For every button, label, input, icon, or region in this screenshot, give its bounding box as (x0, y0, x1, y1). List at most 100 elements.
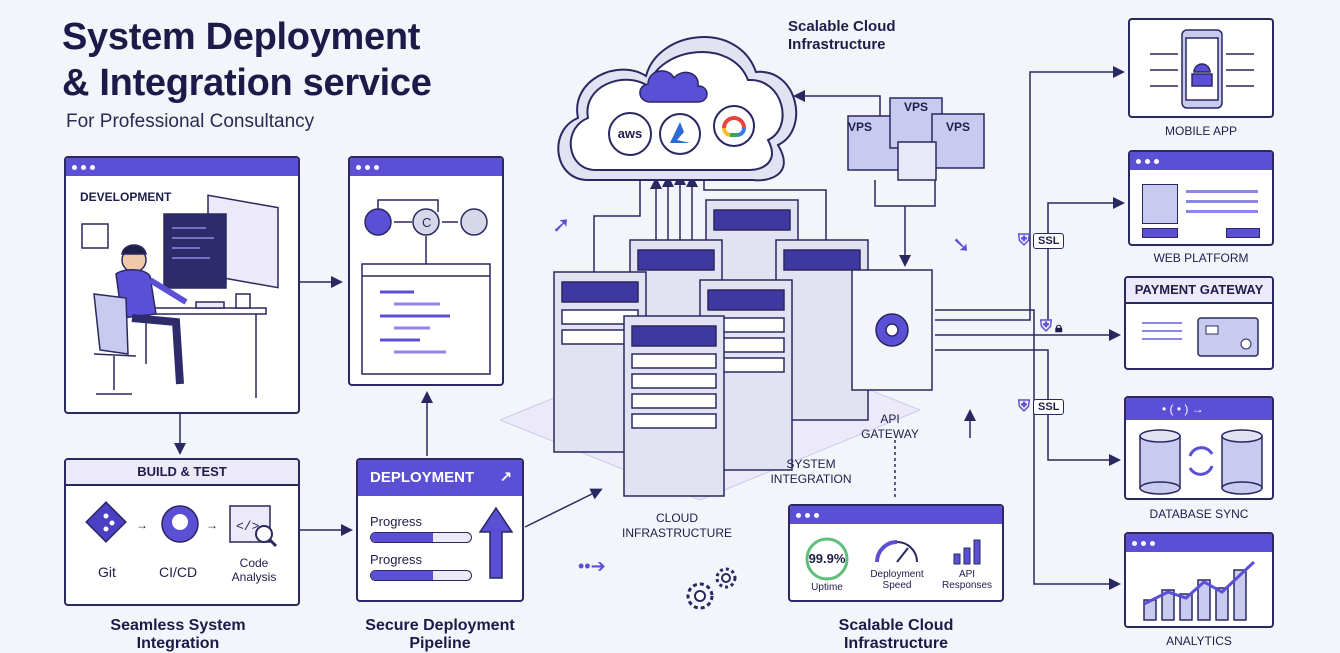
metrics-caption-line-1: Scalable Cloud (838, 617, 954, 634)
mobile-app-label: MOBILE APP (1164, 124, 1238, 138)
build-test-caption-line-1: Seamless System (110, 617, 246, 634)
page-subtitle: For Professional Consultancy (66, 111, 315, 132)
arrow-icon: → (136, 518, 148, 532)
ssl-label: SSL (1033, 399, 1065, 415)
build-test-caption: Seamless System Integration (88, 617, 268, 653)
system-integration-label: SYSTEM INTEGRATION (756, 457, 866, 487)
cloud-illustration (557, 36, 798, 182)
button-placeholder (1226, 228, 1260, 238)
analytics-chart-icon (1143, 560, 1256, 621)
api-responses-bars-icon (953, 539, 981, 565)
arrow-icon: ••➔ (578, 556, 606, 576)
development-panel: DEVELOPMENT (64, 156, 300, 414)
web-platform-card (1128, 150, 1274, 246)
cicd-label: CI/CD (159, 564, 198, 580)
ssl-badge: ⛨ SSL (1018, 232, 1065, 250)
credit-card-icon (1197, 317, 1259, 357)
database-sync-label: DATABASE SYNC (1149, 507, 1249, 521)
progress-label-2: Progress (370, 552, 423, 567)
cloud-infrastructure-label: CLOUD INFRASTRUCTURE (612, 511, 742, 541)
database-sync-card: • ( • ) → (1124, 396, 1274, 500)
uptime-value: 99.9% (808, 551, 846, 566)
cursor-icon: ➚ (552, 212, 571, 237)
page-title: System Deployment & Integration service (62, 14, 432, 106)
build-test-panel: BUILD & TEST </> → → Git CI/CD Code Anal… (64, 458, 300, 606)
code-analysis-label: Code Analysis (230, 556, 278, 584)
gears-icon (686, 567, 737, 610)
deployment-caption-line-1: Secure Deployment (365, 617, 515, 634)
progress-bar-1-fill (371, 533, 433, 542)
text-line (1186, 210, 1258, 213)
payment-gateway-header: PAYMENT GATEWAY (1126, 278, 1272, 304)
api-responses-label-line-2: Responses (941, 580, 993, 591)
svg-text:C: C (422, 215, 431, 230)
window-controls (790, 506, 1002, 524)
ssl-label: SSL (1033, 233, 1065, 249)
build-test-caption-line-2: Integration (136, 635, 220, 652)
code-analysis-label-line-2: Analysis (231, 570, 277, 584)
cursor-icon: ➘ (952, 232, 971, 257)
analytics-card (1124, 532, 1274, 628)
api-gateway-label-line-1: API (880, 412, 900, 426)
image-placeholder (1142, 184, 1178, 224)
metrics-caption-line-2: Infrastructure (843, 635, 949, 652)
code-analysis-label-line-1: Code (239, 556, 269, 570)
arrow-icon: → (206, 518, 218, 532)
mobile-app-card (1128, 18, 1274, 118)
code-analysis-icon: </> (229, 505, 278, 548)
database-sync-icon (1139, 429, 1263, 495)
pipeline-flow-illustration: C (361, 199, 491, 375)
svg-text:</>: </> (236, 519, 260, 534)
window-controls (350, 158, 502, 176)
text-line (1186, 200, 1258, 203)
ssl-badge: ⛨ SSL (1018, 398, 1065, 416)
sync-toolbar: • ( • ) → (1126, 398, 1272, 420)
developer-at-desk-illustration (81, 194, 279, 398)
deployment-panel: DEPLOYMENT ↗ Progress Progress (356, 458, 524, 602)
development-label: DEVELOPMENT (80, 190, 172, 204)
shield-lock-icon: ⛨ (1018, 232, 1031, 249)
vps-label-1: VPS (848, 120, 873, 134)
android-phone-icon (1150, 29, 1254, 109)
cloud-caption: Scalable Cloud Infrastructure (788, 18, 896, 54)
git-icon (85, 501, 127, 543)
uptime-ring-icon (805, 537, 849, 581)
window-controls (66, 158, 298, 176)
vps-label-3: VPS (946, 120, 971, 134)
system-integration-label-line-1: SYSTEM (786, 457, 836, 471)
metrics-caption: Scalable Cloud Infrastructure (806, 617, 986, 653)
progress-bar-2 (370, 570, 472, 581)
deployment-speed-label: Deployment Speed (862, 569, 932, 591)
analytics-label: ANALYTICS (1166, 634, 1232, 648)
server-rack (623, 315, 725, 497)
title-line-1: System Deployment (62, 16, 421, 58)
google-cloud-icon (713, 105, 755, 147)
git-label: Git (98, 564, 116, 580)
api-responses-label-line-1: API (958, 569, 976, 580)
up-arrow-icon (478, 506, 514, 579)
button-placeholder (1142, 228, 1178, 238)
text-line (1142, 330, 1182, 332)
server-racks-illustration (500, 199, 933, 500)
azure-icon (659, 113, 701, 155)
build-test-header: BUILD & TEST (66, 460, 298, 486)
speed-gauge-icon (875, 540, 918, 563)
system-integration-label-line-2: INTEGRATION (770, 472, 852, 486)
window-controls (1130, 152, 1272, 170)
window-controls (1126, 534, 1272, 552)
shield-lock-icon: ⛨ (1040, 318, 1053, 335)
text-line (1142, 322, 1182, 324)
cloud-infrastructure-label-line-2: INFRASTRUCTURE (622, 526, 732, 540)
deployment-caption-line-2: Pipeline (409, 635, 471, 652)
cloud-infrastructure-label-line-1: CLOUD (655, 511, 698, 525)
api-gateway-label: API GATEWAY (858, 412, 922, 442)
deployment-caption: Secure Deployment Pipeline (350, 617, 530, 653)
vps-cluster (847, 97, 985, 181)
deployment-header-label: DEPLOYMENT (370, 469, 475, 486)
api-gateway-server (851, 269, 933, 391)
shield-lock-icon: ⛨ (1018, 398, 1031, 415)
aws-icon: aws (608, 112, 652, 156)
deployment-speed-label-line-2: Speed (882, 580, 912, 591)
payment-gateway-card: PAYMENT GATEWAY (1124, 276, 1274, 370)
